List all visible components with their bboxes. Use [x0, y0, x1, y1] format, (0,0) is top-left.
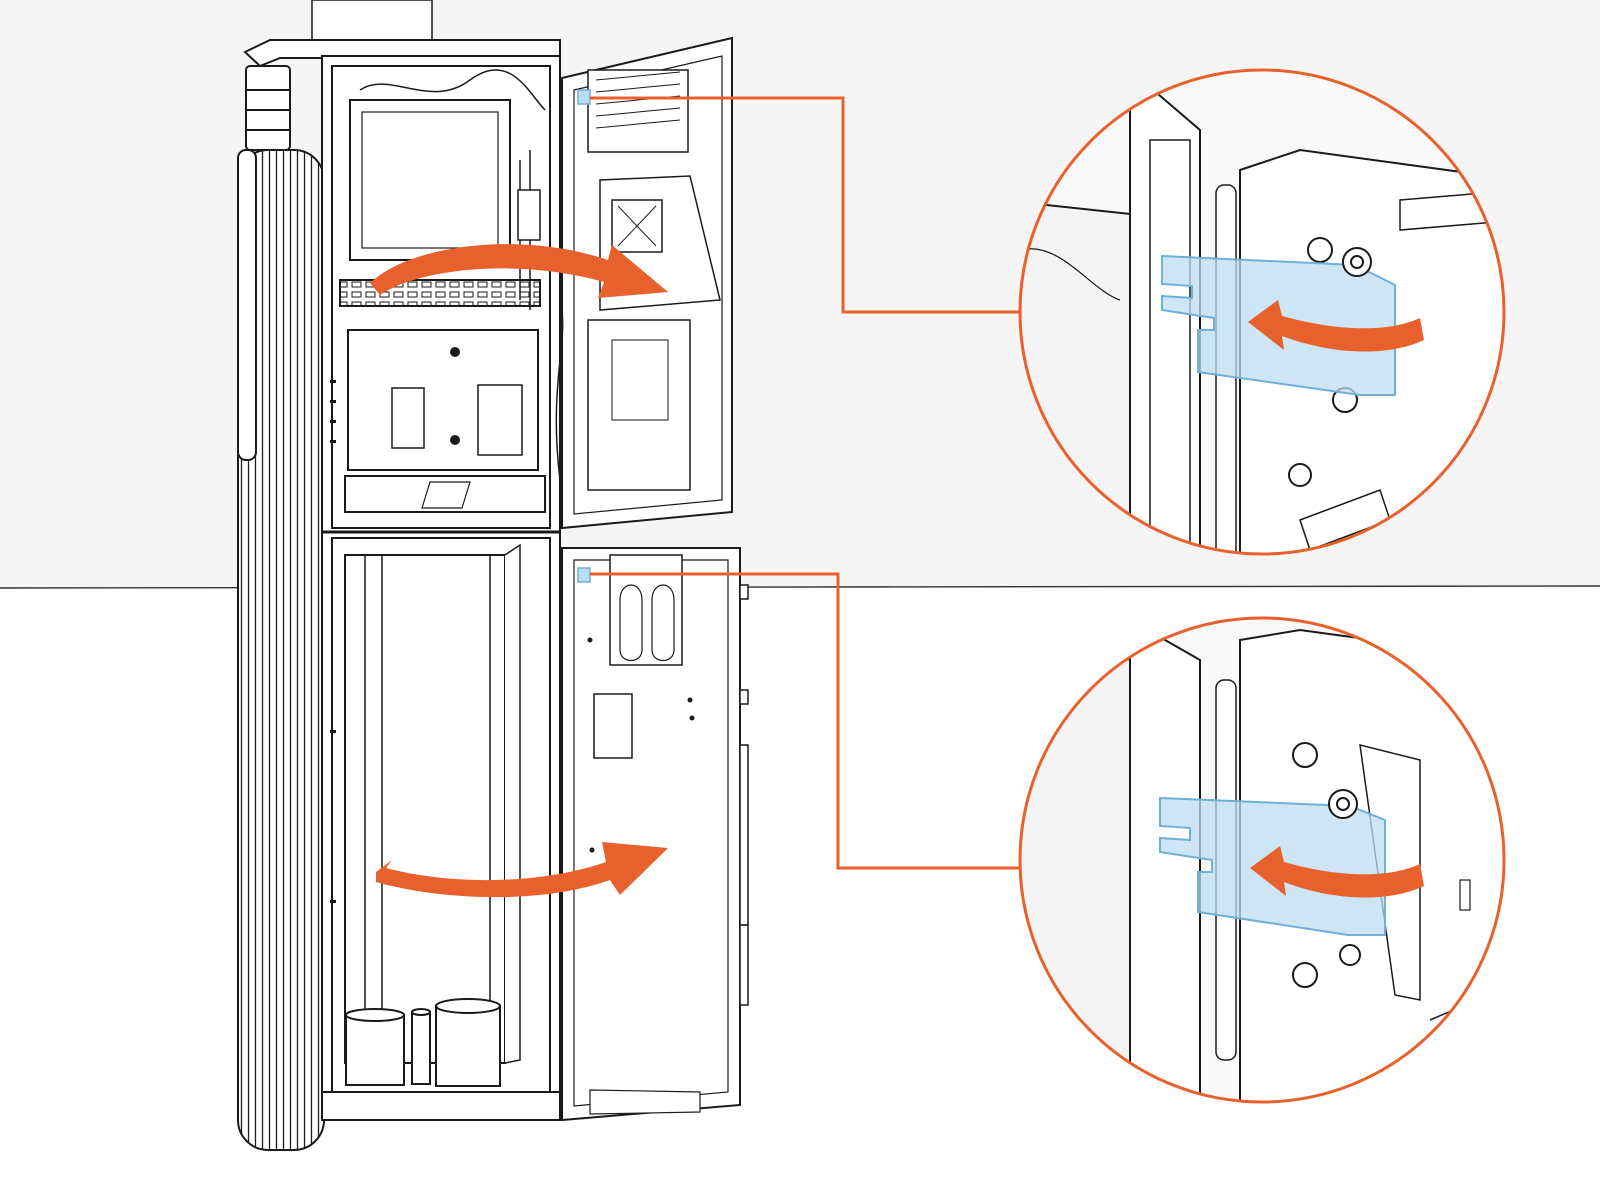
lower-bracket-arrow [1250, 846, 1424, 898]
lower-hinge-bracket-detail [1018, 616, 1506, 1104]
lower-callout-leader [590, 572, 1028, 870]
cable-drums [345, 998, 501, 1087]
door-edge-tabs [739, 584, 749, 1006]
lower-door-junction-box [593, 693, 633, 759]
column-side-light [237, 149, 257, 461]
upper-detail-ring [1018, 68, 1506, 556]
vent-strip [339, 279, 541, 307]
charging-station-cabinet [237, 39, 561, 1151]
lower-detail-ring [1018, 616, 1506, 1104]
cable-gland [245, 65, 291, 151]
open-door-arrows [370, 244, 668, 898]
cabinet-base [321, 1091, 561, 1121]
lower-frame [344, 554, 506, 1064]
left-rail-holes [330, 380, 336, 903]
lower-door-open [561, 547, 741, 1122]
lower-hinge-marker [577, 567, 591, 583]
upper-bracket-arrow [1248, 300, 1424, 352]
upper-door-arrow [370, 244, 668, 298]
upper-callout-leader [590, 96, 1028, 314]
upper-hinge-marker [577, 89, 591, 105]
callout-leaders [590, 96, 1028, 870]
upper-door-electronics [587, 69, 689, 153]
lower-door-arrow [376, 842, 668, 898]
